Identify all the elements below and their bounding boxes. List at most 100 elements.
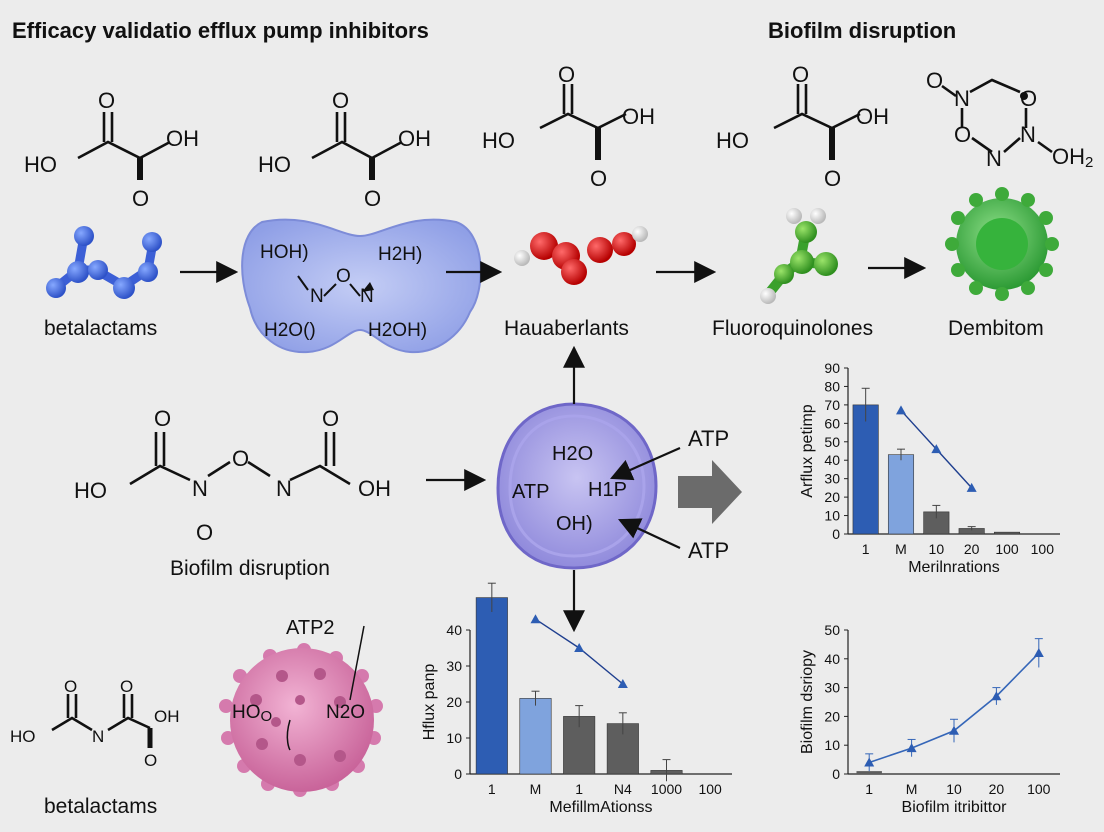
label-biofilm-disruption: Biofilm disruption (170, 557, 330, 580)
arrow-atp-top (609, 446, 681, 481)
y-tick-label: 50 (824, 434, 840, 450)
atom-o-top1: O (154, 406, 171, 431)
y-tick-label: 0 (454, 766, 462, 782)
arrow-atp-bottom (618, 518, 681, 549)
blob-bl: H2O() (264, 320, 316, 341)
molecule-oxalic-3: O HO OH O (482, 62, 655, 191)
atom-n2: N (1020, 122, 1036, 147)
betalactam-3d-model (46, 226, 162, 299)
x-tick-label: 1 (575, 781, 583, 797)
x-tick-label: 10 (929, 541, 945, 557)
atom-o3: O (954, 122, 971, 147)
atom-ho-left: HO (482, 128, 515, 153)
x-tick-label: 1 (865, 781, 873, 797)
atom-oh2: OH2 (1052, 144, 1093, 171)
bar (993, 531, 1021, 535)
atom-o-bottom: O (132, 186, 149, 211)
x-axis-title: Biofilm itribittor (902, 799, 1008, 816)
trend-point (530, 614, 541, 624)
x-axis-title: MefillmAtionss (549, 799, 652, 816)
x-tick-label: N4 (614, 781, 632, 797)
molecule-oxalic-2: O HO OH O (258, 88, 431, 211)
trend-point (574, 643, 585, 652)
y-tick-label: 90 (824, 360, 840, 376)
data-point (864, 757, 875, 767)
x-tick-label: M (906, 781, 918, 797)
atom-o-bottom: O (144, 751, 157, 770)
trend-point (617, 679, 628, 688)
atom-o-top: O (792, 62, 809, 87)
molecule-nitro-ring: O N O O N N OH2 (926, 68, 1093, 171)
y-tick-label: 0 (832, 766, 840, 782)
atom-n1: N (954, 86, 970, 111)
y-tick-label: 30 (446, 658, 462, 674)
atom-o-bottom: O (590, 166, 607, 191)
y-tick-label: 10 (824, 508, 840, 524)
bar (519, 698, 552, 775)
trend-point (931, 444, 942, 454)
atom-n3: N (986, 146, 1002, 171)
trend-point (966, 482, 977, 492)
y-tick-label: 20 (824, 489, 840, 505)
molecule-small: O O HO N OH O (10, 677, 180, 770)
y-tick-label: 30 (824, 680, 840, 696)
atom-ho-left: HO (716, 128, 749, 153)
y-tick-label: 60 (824, 415, 840, 431)
big-gray-arrow (678, 460, 742, 524)
y-tick-label: 10 (446, 730, 462, 746)
atom-n2: N (276, 476, 292, 501)
atom-o-bottom: O (196, 520, 213, 545)
atom-o1: O (64, 677, 77, 696)
atom-oh-right: OH (166, 126, 199, 151)
atom-o2: O (120, 677, 133, 696)
atom-oh-right: OH (622, 104, 655, 129)
atom-o-bottom: O (364, 186, 381, 211)
dembitom-cell (945, 187, 1059, 301)
atp-cell: H2O ATP H1P OH) (496, 402, 658, 570)
atom-oh-right: OH (856, 104, 889, 129)
efflux-pump-blob: HOH) H2H) H2O() H2OH) N O N (241, 218, 482, 354)
x-tick-label: 1 (862, 541, 870, 557)
y-tick-label: 80 (824, 378, 840, 394)
y-tick-label: 0 (832, 526, 840, 542)
label-atp2: ATP2 (286, 617, 335, 639)
blob-o: O (336, 266, 351, 287)
atom-o-top2: O (322, 406, 339, 431)
atom-n1: N (192, 476, 208, 501)
data-point (949, 725, 959, 735)
label-atp-top: ATP (688, 426, 729, 451)
x-tick-label: 1000 (651, 781, 682, 797)
y-tick-label: 20 (446, 694, 462, 710)
x-tick-label: 100 (1031, 541, 1055, 557)
blob-n2: N (360, 286, 374, 307)
series-line (868, 652, 1040, 764)
x-tick-label: 100 (698, 781, 722, 797)
main-title: Efficacy validatio efflux pump inhibitor… (12, 18, 429, 43)
bar (856, 771, 882, 774)
molecule-oxalic-4: O HO OH O (716, 62, 889, 191)
y-tick-label: 20 (824, 708, 840, 724)
atom-ho-left: HO (258, 152, 291, 177)
virus-particle: HOO N2O (219, 643, 383, 797)
label-dembitom: Dembitom (948, 317, 1044, 340)
cell-h1p: H1P (588, 479, 627, 501)
y-tick-label: 10 (824, 737, 840, 753)
y-tick-label: 40 (446, 622, 462, 638)
blob-br: H2OH) (368, 320, 427, 341)
trend-point (896, 405, 906, 415)
bar (475, 597, 508, 775)
hauaberlants-3d-model (514, 226, 648, 285)
x-tick-label: 20 (989, 781, 1005, 797)
blob-tl: HOH) (260, 242, 309, 263)
atom-ho-left: HO (24, 152, 57, 177)
molecule-oxalic-1: O HO OH O (24, 88, 199, 211)
atom-oh: OH (358, 476, 391, 501)
fluoroquinolones-3d-model (760, 208, 838, 304)
y-tick-label: 70 (824, 397, 840, 413)
data-point (906, 743, 917, 753)
label-atp-bottom: ATP (688, 538, 729, 563)
arrow-atp2 (349, 625, 365, 701)
